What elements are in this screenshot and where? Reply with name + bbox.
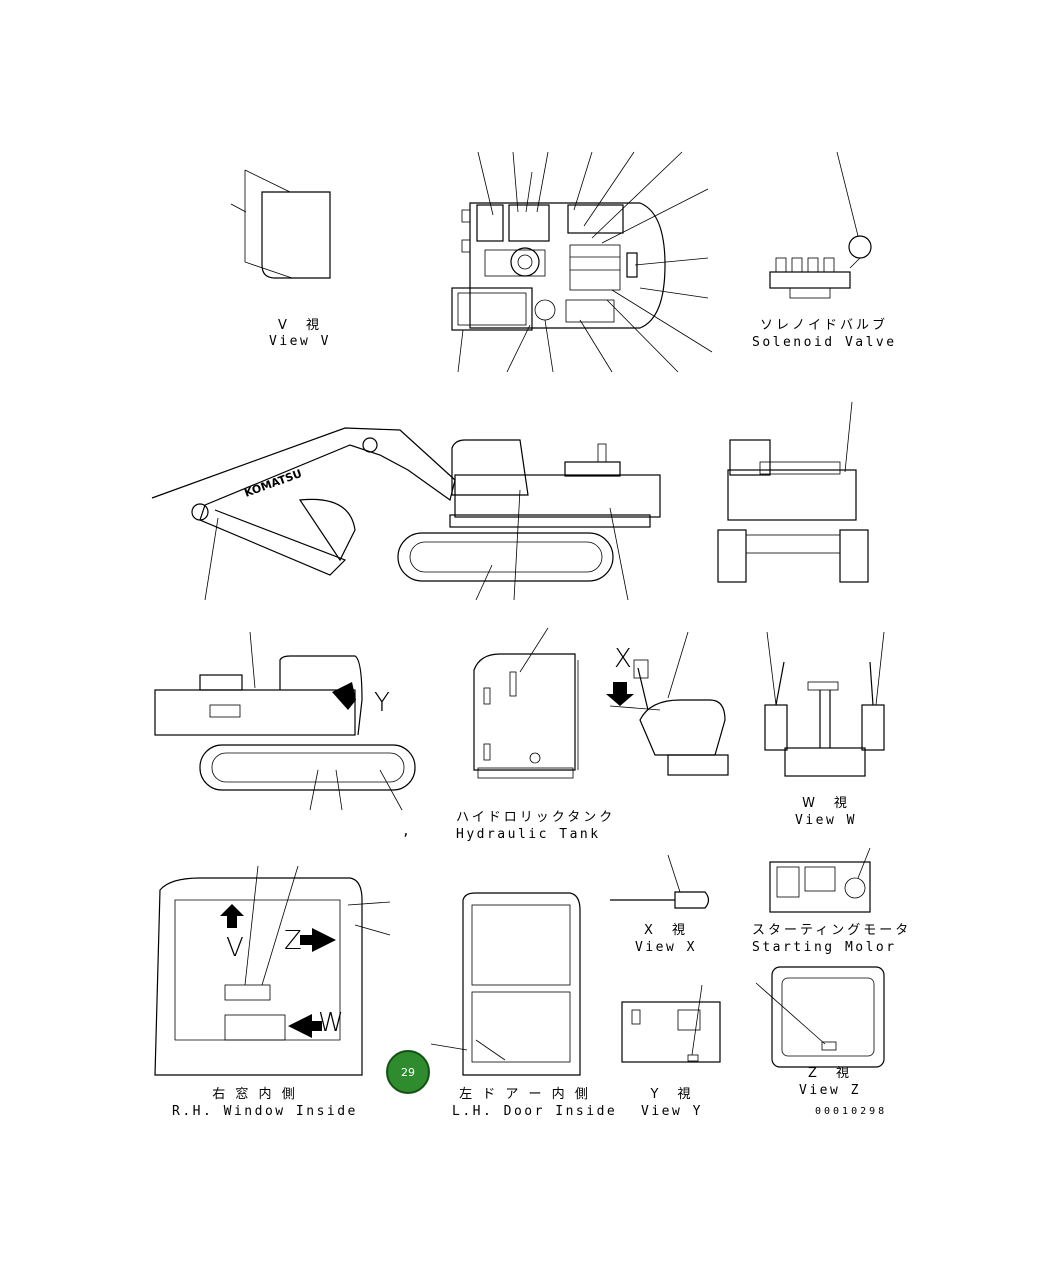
solenoid-valve-drawing <box>769 151 872 299</box>
view-w-label-en: View W <box>795 813 857 828</box>
top-view-drawing <box>451 151 713 373</box>
view-v-label-jp: V 視 <box>278 318 322 333</box>
rh-window-label-en: R.H. Window Inside <box>172 1104 358 1119</box>
view-z-label-en: View Z <box>799 1083 861 1098</box>
marker-y: Y <box>374 688 390 718</box>
view-w-label-jp: W 視 <box>802 796 850 811</box>
view-v-drawing <box>230 169 331 279</box>
hydraulic-label-en: Hydraulic Tank <box>456 827 601 842</box>
page-badge[interactable]: 29 <box>386 1050 430 1094</box>
view-w-drawing <box>764 631 885 777</box>
marker-z: Z <box>284 926 302 956</box>
view-x-label-jp: X 視 <box>644 923 688 938</box>
rh-window-drawing <box>154 865 391 1076</box>
excavator-side-view <box>151 427 661 601</box>
marker-comma: , <box>402 824 413 839</box>
view-x-drawing <box>610 854 710 909</box>
hydraulic-label-jp: ハイドロリックタンク <box>456 810 616 825</box>
starting-motor-drawing <box>769 847 871 913</box>
excavator-brand-text: KOMATSU <box>243 467 304 500</box>
lh-door-label-jp: 左 ド ア ー 内 側 <box>459 1087 591 1102</box>
view-z-label-jp: Z 視 <box>808 1066 852 1081</box>
rh-window-label-jp: 右 窓 内 側 <box>212 1087 298 1102</box>
view-y-label-jp: Y 視 <box>650 1087 694 1102</box>
solenoid-label-en: Solenoid Valve <box>752 335 897 350</box>
starting-label-en: Starting Molor <box>752 940 897 955</box>
view-v-label-en: View V <box>269 334 331 349</box>
marker-w: W <box>318 1008 344 1038</box>
svg-text:KOMATSU: KOMATSU <box>243 467 304 500</box>
view-x-label-en: View X <box>635 940 697 955</box>
reference-number: 00010298 <box>815 1106 888 1117</box>
lh-door-drawing <box>430 892 581 1076</box>
solenoid-label-jp: ソレノイドバルブ <box>760 318 889 333</box>
excavator-rear-view <box>717 401 869 583</box>
control-console-drawing <box>606 631 729 776</box>
lh-door-label-en: L.H. Door Inside <box>452 1104 618 1119</box>
excavator-rear-side-view <box>154 631 416 811</box>
hydraulic-tank-drawing <box>473 627 579 779</box>
view-y-label-en: View Y <box>641 1104 703 1119</box>
starting-label-jp: スターティングモータ <box>752 923 912 938</box>
marker-x: X <box>614 644 632 674</box>
view-z-drawing <box>755 966 885 1068</box>
marker-v: V <box>226 933 244 963</box>
view-y-drawing <box>621 984 721 1063</box>
